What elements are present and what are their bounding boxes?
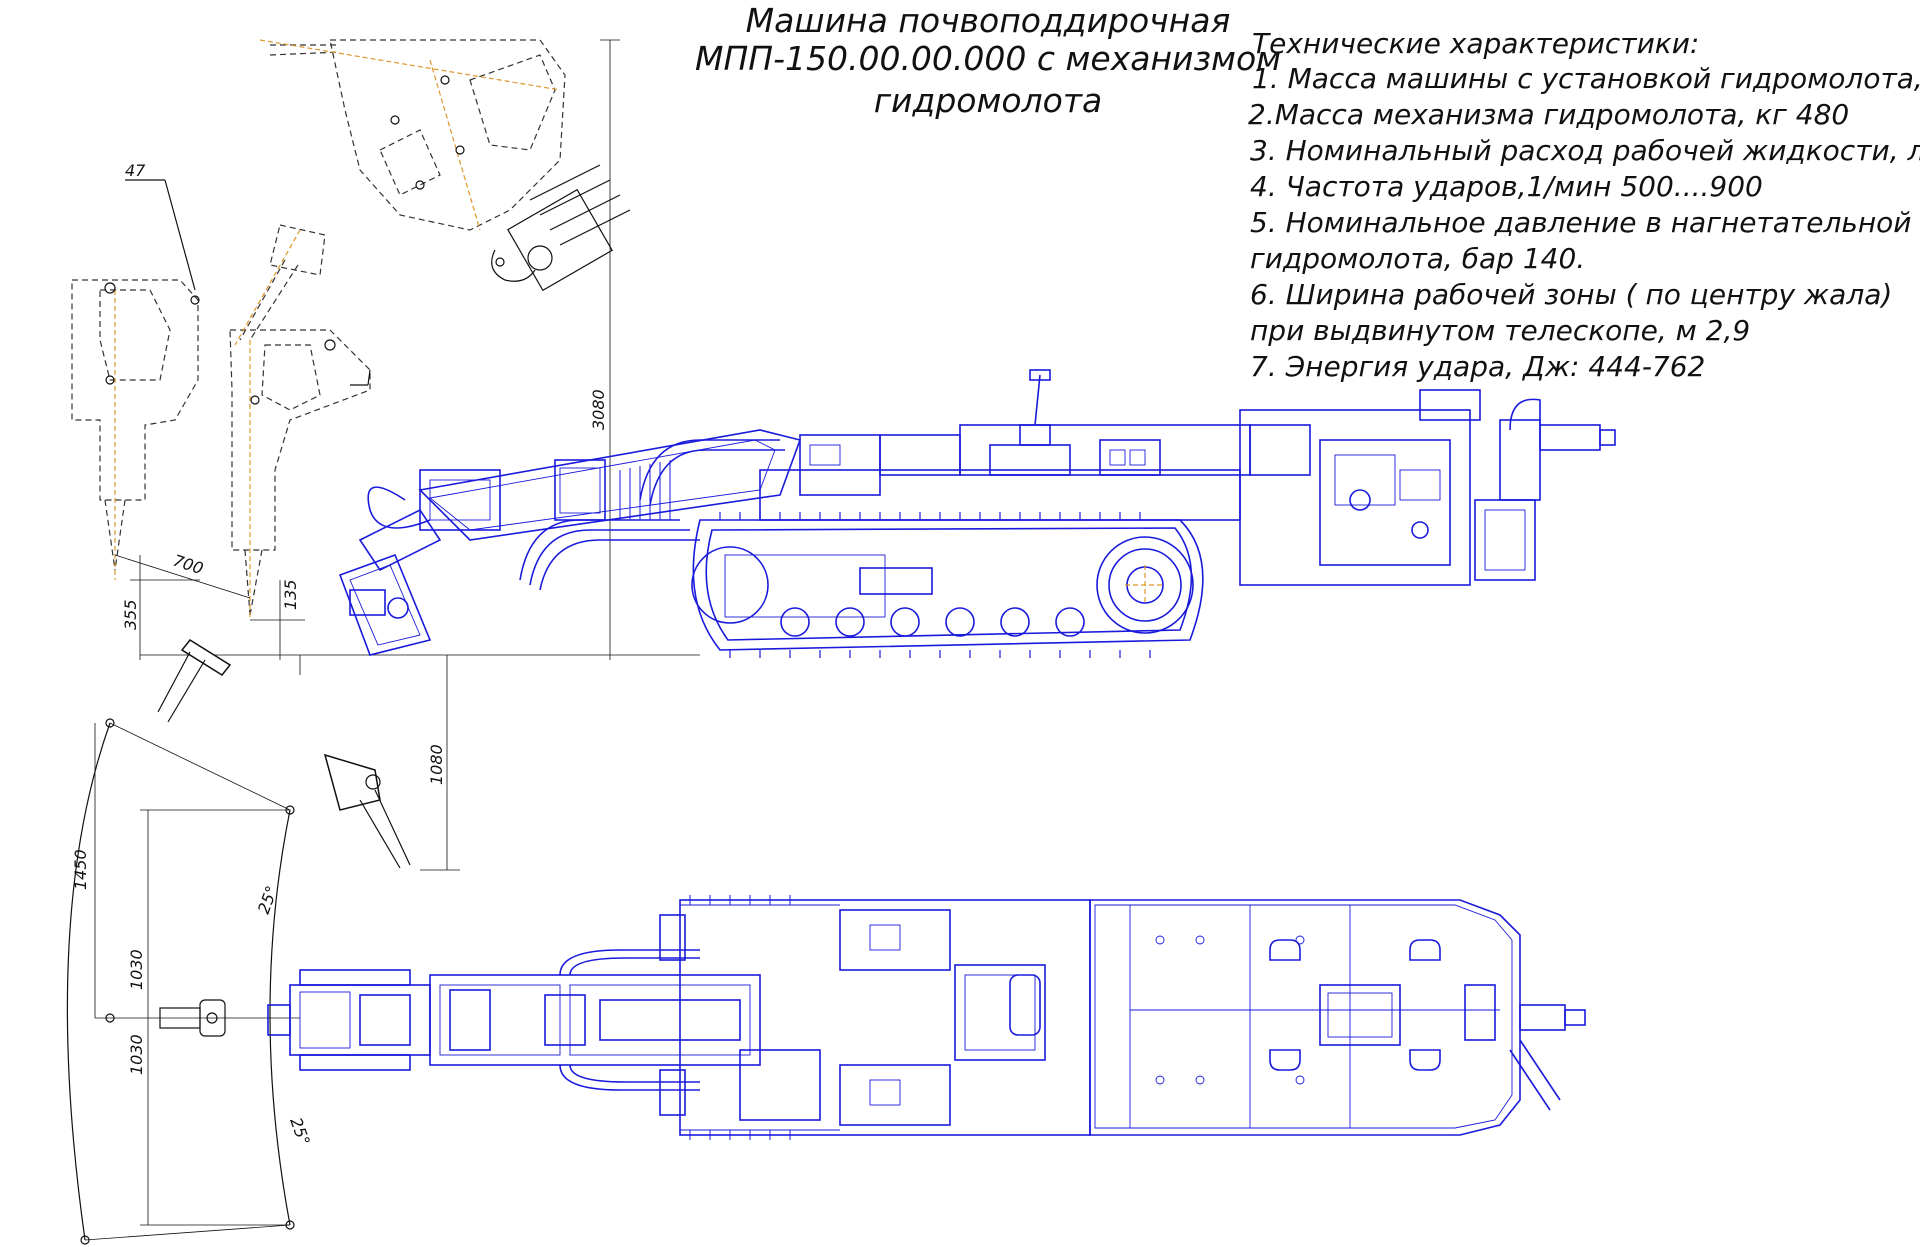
spec-item-6-cont: при выдвинутом телескопе, м 2,9	[1250, 314, 1750, 347]
dimension-1080: 1080	[420, 655, 460, 871]
spec-item-7: 7. Энергия удара, Дж: 444-762	[1250, 350, 1705, 383]
specs-heading: Технические характеристики:	[1252, 27, 1699, 60]
dim-1030-top: 1030	[127, 949, 146, 990]
title-line-3: гидромолота	[874, 81, 1103, 120]
angle-bottom: 25°	[286, 1115, 314, 1148]
dim-355: 355	[121, 599, 140, 630]
specifications-block: Технические характеристики: 1. Масса маш…	[1248, 27, 1920, 383]
dim-135: 135	[281, 579, 300, 610]
dimension-3080: 3080	[589, 39, 620, 660]
spec-item-5-cont: гидромолота, бар 140.	[1250, 242, 1585, 275]
dim-1450: 1450	[71, 849, 90, 890]
hammer-raised-position	[259, 39, 631, 292]
dim-1030-bottom: 1030	[127, 1034, 146, 1075]
spec-item-4: 4. Частота ударов,1/мин 500....900	[1250, 170, 1763, 203]
dimension-lines-left: 700 355 135	[114, 551, 700, 675]
drawing-title: Машина почвоподдирочная МПП-150.00.00.00…	[695, 1, 1281, 120]
spec-item-6: 6. Ширина рабочей зоны ( по центру жала)	[1250, 278, 1892, 311]
machine-plan-view	[267, 895, 1586, 1140]
hammer-side-views: 47	[71, 161, 371, 620]
chisel-pieces	[157, 639, 411, 869]
dim-1080: 1080	[427, 744, 446, 785]
working-zone-plan: 1450 1030 1030 25° 25°	[66, 718, 314, 1245]
spec-item-5: 5. Номинальное давление в нагнетательной…	[1250, 206, 1920, 239]
dim-47: 47	[125, 161, 146, 180]
title-line-2: МПП-150.00.00.000 с механизмом	[695, 39, 1281, 78]
machine-side-view	[338, 369, 1616, 658]
dim-3080: 3080	[589, 389, 608, 430]
title-line-1: Машина почвоподдирочная	[746, 1, 1231, 40]
spec-item-3: 3. Номинальный расход рабочей жидкости, …	[1250, 134, 1920, 167]
spec-item-2: 2.Масса механизма гидромолота, кг 480	[1248, 98, 1849, 131]
spec-item-1: 1. Масса машины с установкой гидромолота…	[1252, 62, 1920, 95]
